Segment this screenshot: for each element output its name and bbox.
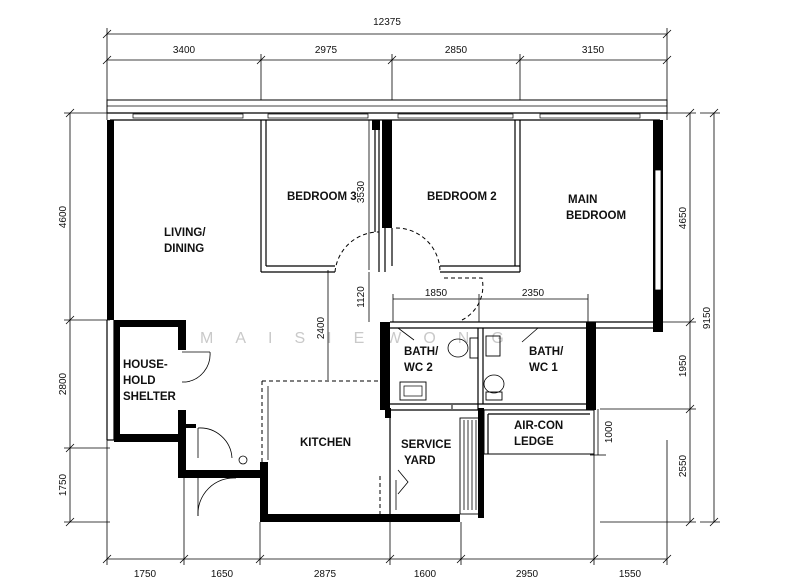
dim-bath2-width: 1850 (425, 288, 448, 299)
dim-left-1: 4600 (58, 205, 69, 228)
label-bath1-1: BATH/ (529, 346, 564, 358)
label-bath2-2: WC 2 (404, 362, 433, 374)
label-main-bedroom-2: BEDROOM (566, 210, 626, 222)
dim-top-2: 2975 (315, 45, 338, 56)
dim-bottom-4: 1600 (414, 569, 437, 580)
dim-bottom-1: 1750 (134, 569, 157, 580)
label-kitchen: KITCHEN (300, 437, 351, 449)
dim-right-overall: 9150 (702, 306, 713, 329)
dim-right-1: 4650 (678, 206, 689, 229)
label-bath1-2: WC 1 (529, 362, 558, 374)
dim-aircon-ledge: 1000 (604, 420, 615, 443)
dim-bottom-2: 1650 (211, 569, 234, 580)
label-bedroom2: BEDROOM 2 (427, 191, 497, 203)
label-shelter-2: HOLD (123, 375, 156, 387)
dim-top-3: 2850 (445, 45, 468, 56)
dim-bottom-6: 1550 (619, 569, 642, 580)
label-aircon-2: LEDGE (514, 436, 554, 448)
label-living-dining-1: LIVING/ (164, 227, 206, 239)
label-bedroom3: BEDROOM 3 (287, 191, 357, 203)
label-service-yard-2: YARD (404, 455, 436, 467)
dim-overall-top: 12375 (373, 17, 401, 28)
dim-left-3: 1750 (58, 473, 69, 496)
dim-bath1-width: 2350 (522, 288, 545, 299)
dim-right-2: 1950 (678, 354, 689, 377)
dim-left-2: 2800 (58, 372, 69, 395)
label-shelter-3: SHELTER (123, 391, 177, 403)
label-shelter-1: HOUSE- (123, 359, 168, 371)
dim-bottom-5: 2950 (516, 569, 539, 580)
dim-top-4: 3150 (582, 45, 605, 56)
dim-corridor-gap: 1120 (356, 286, 367, 308)
label-bath2-1: BATH/ (404, 346, 439, 358)
walls (106, 99, 668, 522)
label-main-bedroom-1: MAIN (568, 194, 597, 206)
dim-top-1: 3400 (173, 45, 196, 56)
label-aircon-1: AIR-CON (514, 420, 563, 432)
watermark: MAISIEWONG (200, 330, 526, 347)
room-labels: LIVING/ DINING BEDROOM 3 BEDROOM 2 MAIN … (123, 191, 626, 467)
dim-bottom-3: 2875 (314, 569, 337, 580)
dim-kitchen-corridor: 2400 (316, 316, 327, 339)
dim-bedroom3-depth: 3530 (356, 180, 367, 203)
label-service-yard-1: SERVICE (401, 439, 452, 451)
dimension-lines (64, 28, 720, 565)
dimension-labels: 12375 3400 2975 2850 3150 1750 1650 2875… (58, 17, 713, 580)
dim-right-3: 2550 (678, 454, 689, 477)
label-living-dining-2: DINING (164, 243, 204, 255)
